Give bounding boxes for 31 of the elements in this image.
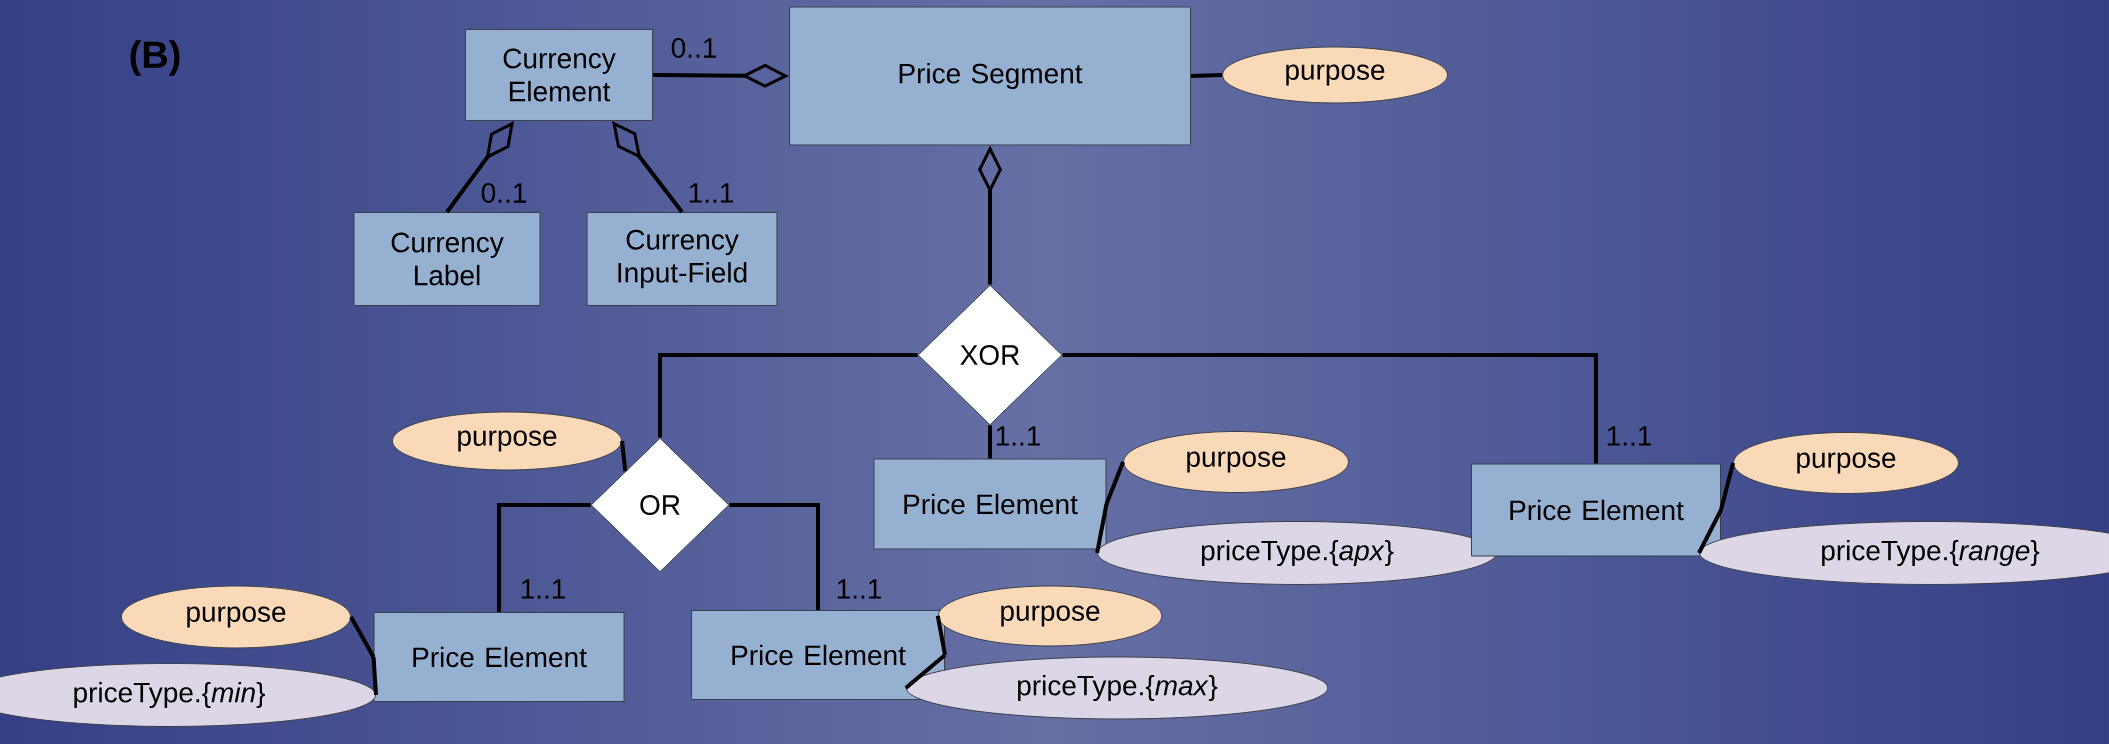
connector-line bbox=[371, 656, 378, 696]
entity-box: Currency Element bbox=[465, 29, 653, 121]
connector-line bbox=[1697, 509, 1723, 554]
connector-line bbox=[988, 425, 992, 459]
connector-line bbox=[658, 353, 918, 438]
panel-label: (B) bbox=[130, 40, 180, 76]
entity-box: Price Element bbox=[373, 612, 625, 702]
connector-line bbox=[729, 503, 820, 610]
cardinality-label: 1..1 bbox=[837, 579, 881, 599]
cardinality-label: 0..1 bbox=[481, 183, 526, 203]
connector-line bbox=[620, 440, 628, 472]
connector-line bbox=[1104, 461, 1125, 505]
connector-line bbox=[349, 616, 376, 658]
cardinality-label: 1..1 bbox=[996, 426, 1040, 446]
entity-box: Price Element bbox=[691, 610, 945, 700]
entity-box: Price Segment bbox=[789, 6, 1191, 146]
connector-line bbox=[497, 503, 591, 612]
entity-box: Price Element bbox=[873, 458, 1107, 550]
connector-line bbox=[1719, 462, 1735, 511]
entity-box: Currency Input-Field bbox=[586, 212, 778, 306]
entity-box: Currency Label bbox=[353, 212, 541, 306]
cardinality-label: 0..1 bbox=[671, 38, 716, 58]
cardinality-label: 1..1 bbox=[689, 183, 733, 203]
connector-line bbox=[1062, 353, 1598, 464]
entity-box: Price Element bbox=[1471, 463, 1721, 557]
connector-line bbox=[935, 615, 947, 656]
cardinality-label: 1..1 bbox=[521, 579, 565, 599]
connector-line bbox=[904, 653, 947, 690]
cardinality-label: 1..1 bbox=[1607, 426, 1651, 446]
connector-line bbox=[1095, 503, 1109, 554]
connector-line bbox=[1190, 73, 1223, 78]
